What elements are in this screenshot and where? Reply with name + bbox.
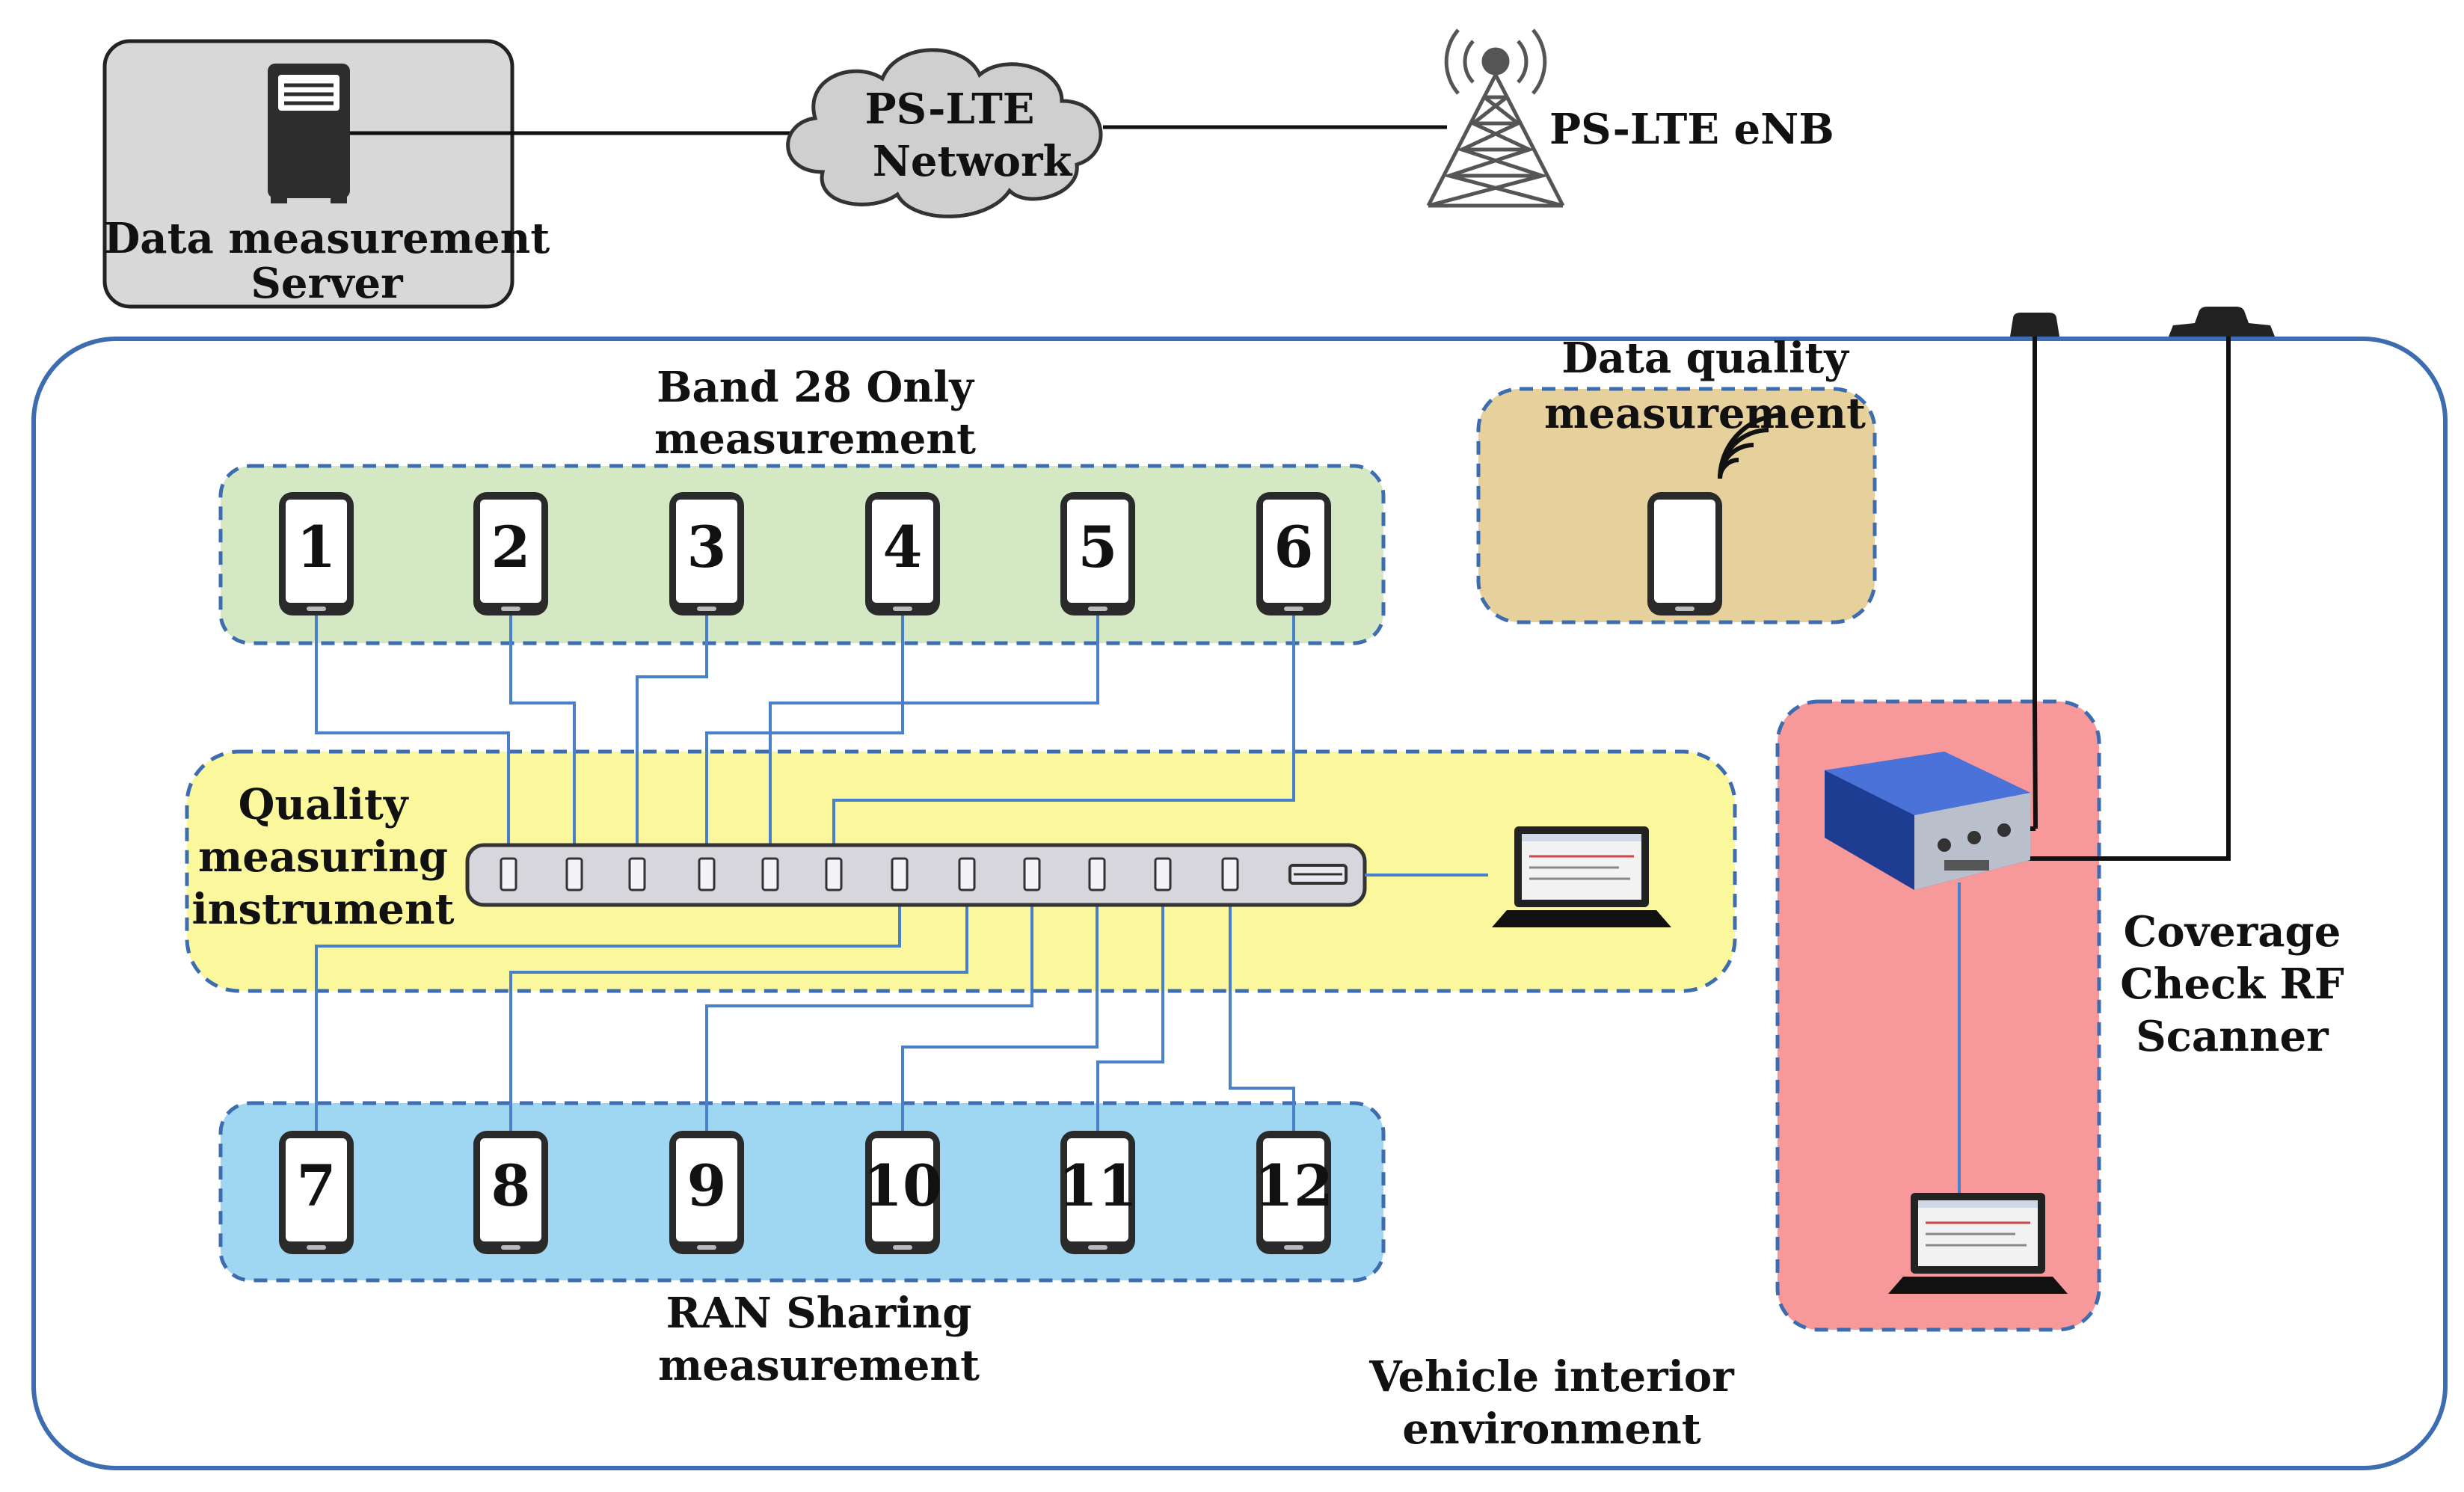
scanner-cable-1 — [2033, 337, 2038, 829]
scanner-label-2: Check RF — [2120, 960, 2344, 1009]
ran-phone-3: 9 — [669, 1131, 744, 1254]
band28-phone-4: 4 — [865, 492, 940, 615]
wire-top-5 — [769, 615, 1099, 859]
wire-bottom-2 — [509, 890, 968, 1131]
data-quality-label-2: measurement — [1544, 389, 1866, 438]
band28-label-2: measurement — [654, 414, 976, 464]
instrument-label-1: Quality — [239, 780, 409, 829]
band28-phone-2: 2 — [473, 492, 548, 615]
wire-top-2 — [509, 615, 576, 859]
antenna-icon-2 — [2169, 307, 2275, 337]
scanner-label-1: Coverage — [2124, 907, 2341, 957]
quality-instrument-bar — [465, 843, 1367, 907]
ran-sharing-group — [218, 1101, 1386, 1283]
wire-bottom-5 — [1096, 890, 1164, 1131]
instrument-port-10 — [1088, 857, 1106, 891]
instrument-port-11 — [1154, 857, 1172, 891]
server-label-2: Server — [251, 259, 404, 308]
wire-top-3 — [636, 615, 708, 859]
ran-phone-4: 10 — [863, 1131, 942, 1254]
server-box: Data measurement Server — [102, 39, 550, 309]
wire-bottom-6 — [1229, 890, 1295, 1131]
wire-bottom-4 — [901, 890, 1099, 1131]
ran-phone-number: 9 — [687, 1152, 727, 1219]
wire-top-4 — [705, 615, 904, 859]
ran-label-1: RAN Sharing — [666, 1289, 972, 1338]
vehicle-boundary — [31, 337, 2448, 1470]
band28-phone-number: 6 — [1274, 514, 1314, 580]
server-label-1: Data measurement — [104, 214, 550, 263]
ran-phone-number: 7 — [297, 1152, 337, 1219]
band28-phone-number: 2 — [491, 514, 531, 580]
instrument-port-2 — [565, 857, 583, 891]
antenna-icon-1 — [2010, 313, 2059, 337]
scanner-cable-2 — [2027, 337, 2231, 861]
cloud-icon: PS-LTE Network — [786, 48, 1103, 218]
rf-scanner-icon — [1825, 752, 2030, 890]
data-quality-phone — [1647, 492, 1722, 615]
instrument-port-7 — [891, 857, 909, 891]
wire-bottom-1 — [315, 890, 901, 1131]
vehicle-label-2: environment — [1402, 1404, 1700, 1454]
wire-bottom-3 — [705, 890, 1033, 1131]
band28-phone-1: 1 — [279, 492, 354, 615]
ran-phone-number: 10 — [863, 1152, 942, 1219]
scanner-label-3: Scanner — [2136, 1012, 2329, 1061]
ran-phone-number: 12 — [1254, 1152, 1333, 1219]
enb-label: PS-LTE eNB — [1549, 105, 1834, 154]
ran-phone-number: 8 — [491, 1152, 531, 1219]
band28-phone-number: 3 — [687, 514, 727, 580]
instrument-port-9 — [1023, 857, 1041, 891]
instrument-port-12 — [1221, 857, 1239, 891]
ran-label-2: measurement — [658, 1341, 980, 1390]
laptop-icon — [1492, 826, 1671, 927]
wire-top-6 — [832, 615, 1295, 859]
band28-label-1: Band 28 Only — [657, 363, 974, 412]
cloud-label-1: PS-LTE — [864, 85, 1034, 134]
server-icon — [268, 64, 350, 203]
vehicle-label-1: Vehicle interior — [1368, 1352, 1735, 1402]
instrument-label-2: measuring — [198, 832, 448, 882]
ran-phone-1: 7 — [279, 1131, 354, 1254]
wifi-icon — [1718, 413, 1784, 479]
ran-phone-6: 12 — [1254, 1131, 1333, 1254]
band28-phone-number: 1 — [297, 514, 337, 580]
band28-phone-3: 3 — [669, 492, 744, 615]
band28-phone-6: 6 — [1256, 492, 1331, 615]
data-quality-label-1: Data quality — [1561, 334, 1849, 383]
ran-phone-2: 8 — [473, 1131, 548, 1254]
tower-icon — [1426, 28, 1565, 208]
scanner-laptop-icon — [1888, 1193, 2068, 1294]
band28-phone-number: 5 — [1078, 514, 1118, 580]
wire-top-1 — [315, 615, 510, 859]
cloud-label-2: Network — [873, 137, 1073, 186]
instrument-port-6 — [825, 857, 843, 891]
band28-phone-5: 5 — [1060, 492, 1135, 615]
band28-phones: 1 2 3 4 5 6 — [279, 492, 1331, 615]
wire-group — [315, 615, 1295, 1131]
instrument-label-3: instrument — [191, 885, 454, 934]
ran-sharing-phones: 7 8 9 10 11 12 — [279, 1131, 1333, 1254]
instrument-port-1 — [500, 857, 517, 891]
instrument-port-8 — [958, 857, 976, 891]
band28-phone-number: 4 — [883, 514, 923, 580]
instrument-port-3 — [628, 857, 646, 891]
ran-phone-number: 11 — [1058, 1152, 1137, 1219]
ran-phone-5: 11 — [1058, 1131, 1137, 1254]
band28-group — [218, 464, 1386, 645]
instrument-port-5 — [761, 857, 779, 891]
instrument-port-4 — [698, 857, 716, 891]
